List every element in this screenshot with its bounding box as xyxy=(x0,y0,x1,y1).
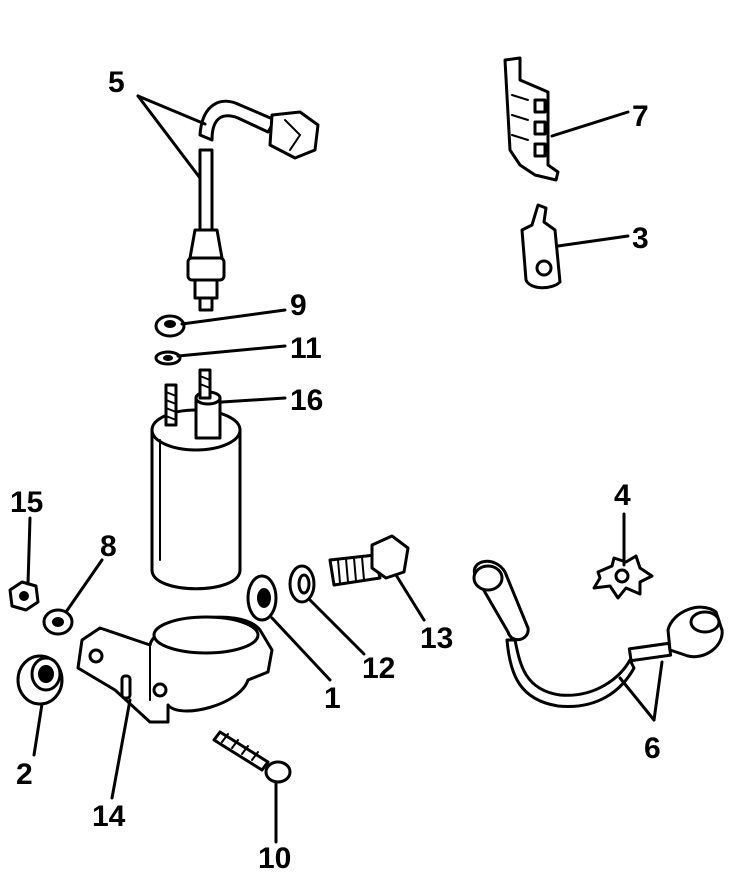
callout-8: 8 xyxy=(100,530,117,563)
leader-lines xyxy=(26,94,664,844)
callout-16: 16 xyxy=(290,384,323,417)
leader-14 xyxy=(110,698,132,800)
part-13-bolt xyxy=(328,534,410,587)
leader-16 xyxy=(220,396,287,404)
leader-13 xyxy=(394,573,426,622)
callout-1: 1 xyxy=(324,682,341,715)
leader-6a xyxy=(618,676,656,722)
leader-7 xyxy=(550,110,630,138)
part-16-coil xyxy=(150,368,242,591)
callout-labels: 5 7 3 9 11 16 4 15 8 13 12 1 2 6 14 10 xyxy=(10,66,661,875)
callout-3: 3 xyxy=(632,222,649,255)
part-8-washer xyxy=(42,608,74,636)
leader-12 xyxy=(308,598,366,656)
callout-10: 10 xyxy=(258,842,291,875)
callout-6: 6 xyxy=(644,732,661,765)
part-5-ignition-lead xyxy=(186,99,320,312)
part-6-spark-plug-lead xyxy=(472,560,724,709)
leader-3 xyxy=(556,234,630,248)
callout-5: 5 xyxy=(108,66,125,99)
leader-5a xyxy=(136,94,207,126)
leader-15 xyxy=(26,516,32,586)
callout-13: 13 xyxy=(420,622,453,655)
callout-7: 7 xyxy=(632,100,649,133)
callout-9: 9 xyxy=(290,289,307,322)
leader-6b xyxy=(652,660,664,722)
leader-9 xyxy=(180,308,287,326)
part-11-washer xyxy=(154,350,182,366)
leader-1 xyxy=(270,616,332,682)
part-7-terminal-block xyxy=(503,56,560,182)
part-12-lock-washer xyxy=(288,564,316,604)
callout-14: 14 xyxy=(92,800,126,833)
part-15-nut xyxy=(8,580,40,612)
part-10-screw xyxy=(212,730,292,784)
leader-5b xyxy=(136,94,202,180)
callout-4: 4 xyxy=(614,479,631,512)
callout-11: 11 xyxy=(290,332,322,365)
part-2-bushing xyxy=(16,654,64,706)
leader-2 xyxy=(32,702,44,757)
callout-12: 12 xyxy=(362,652,395,685)
part-3-terminal xyxy=(520,203,562,290)
part-4-star-washer xyxy=(592,554,654,600)
part-14-bracket xyxy=(76,615,274,724)
part-1-washer xyxy=(246,574,278,622)
callout-15: 15 xyxy=(10,486,43,519)
leader-11 xyxy=(176,344,287,358)
part-9-nut xyxy=(154,314,186,338)
leader-8 xyxy=(64,558,104,614)
callout-2: 2 xyxy=(16,758,33,791)
